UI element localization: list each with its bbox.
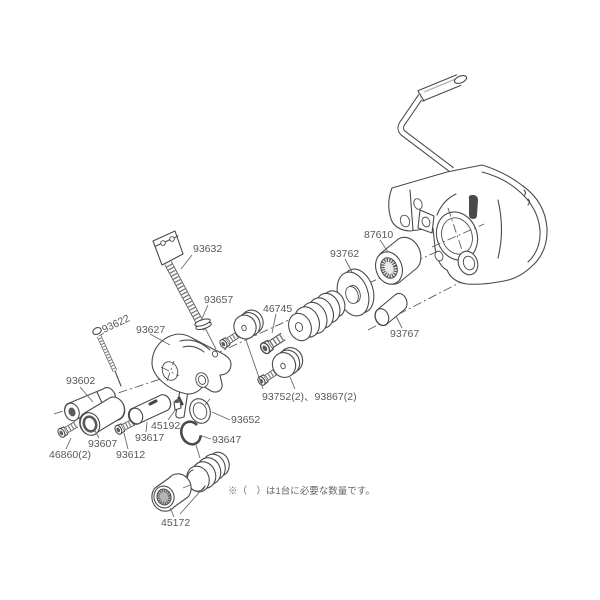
leader-45192 bbox=[167, 408, 177, 421]
leader-93617 bbox=[145, 421, 148, 433]
part-93762-washer-drawing bbox=[336, 268, 375, 317]
casting-bore bbox=[161, 361, 179, 381]
part-93752-93867-roller-upper-drawing bbox=[218, 309, 264, 350]
part-46860-screw-drawing bbox=[56, 420, 78, 438]
grooved-pulley-drawing bbox=[288, 290, 346, 342]
leader-93622 bbox=[98, 332, 105, 337]
casting-lug-hole bbox=[211, 350, 219, 358]
part-93607-bushing-drawing bbox=[79, 396, 126, 436]
part-label-87610: 87610 bbox=[364, 229, 393, 241]
part-93647-snap-ring-drawing bbox=[179, 420, 203, 446]
body-face-hole bbox=[434, 250, 444, 262]
part-87610-bearing-drawing bbox=[374, 236, 422, 285]
part-label-46860: 46860(2) bbox=[49, 449, 91, 461]
part-label-45172: 45172 bbox=[161, 517, 190, 529]
part-label-93752-93867: 93752(2)、93867(2) bbox=[262, 391, 357, 403]
leader-93632 bbox=[180, 254, 193, 270]
part-label-93647: 93647 bbox=[212, 434, 241, 446]
grooved-roller-drawing bbox=[186, 451, 230, 493]
part-93632-feed-screw-drawing bbox=[152, 230, 205, 331]
clevis-hole-lower bbox=[399, 214, 411, 228]
part-label-93612: 93612 bbox=[116, 449, 145, 461]
bore-center-line-1 bbox=[431, 223, 485, 248]
leader-45172-b bbox=[179, 486, 205, 515]
handle-drawing bbox=[397, 74, 468, 173]
part-label-93657: 93657 bbox=[204, 294, 233, 306]
body-cast-mark-2 bbox=[527, 198, 531, 206]
part-label-93617: 93617 bbox=[135, 432, 164, 444]
part-labels: 93632 93657 93622 93627 93602 93607 4686… bbox=[49, 229, 419, 529]
handle-grip bbox=[417, 74, 468, 102]
body-face-groove bbox=[497, 199, 503, 259]
leader-93602 bbox=[79, 386, 94, 403]
body-cast-mark-1 bbox=[523, 189, 527, 197]
part-label-93602: 93602 bbox=[66, 375, 95, 387]
part-label-46745: 46745 bbox=[263, 303, 292, 315]
part-45172-knurled-bushing-drawing bbox=[151, 473, 192, 512]
bearing-knurl-texture bbox=[380, 258, 398, 278]
leader-93752-lower bbox=[289, 376, 296, 390]
leader-93612 bbox=[123, 432, 129, 450]
leader-93762 bbox=[344, 258, 353, 273]
leader-93652 bbox=[211, 411, 231, 421]
part-label-93632: 93632 bbox=[193, 243, 222, 255]
leader-lines bbox=[65, 239, 403, 518]
leader-93752-upper bbox=[245, 339, 264, 390]
leader-46745 bbox=[271, 313, 277, 334]
part-93767-pin-drawing bbox=[374, 292, 408, 327]
part-93627-casting-drawing bbox=[151, 333, 232, 419]
part-label-93607: 93607 bbox=[88, 438, 117, 450]
part-label-93622: 93622 bbox=[100, 312, 132, 335]
leader-93647 bbox=[201, 435, 212, 440]
note-text: ※（ ）は1台に必要な数量です。 bbox=[228, 485, 375, 497]
cutter-body-drawing bbox=[388, 164, 548, 285]
leader-87610 bbox=[379, 239, 389, 253]
clevis-hole-upper bbox=[413, 198, 423, 210]
part-93617-shaft-drawing bbox=[127, 394, 172, 425]
leader-93657 bbox=[200, 304, 209, 322]
connector-casting-to-ring bbox=[204, 398, 211, 406]
connector-roller-to-bushing bbox=[182, 484, 191, 489]
leader-46860 bbox=[65, 437, 72, 450]
shaft-slot bbox=[148, 399, 158, 406]
leader-93767 bbox=[395, 315, 403, 329]
cutter-wheel-slot bbox=[468, 195, 478, 219]
part-label-93767: 93767 bbox=[390, 328, 419, 340]
part-label-93627: 93627 bbox=[136, 324, 165, 336]
part-label-93652: 93652 bbox=[231, 414, 260, 426]
part-93622-screw-drawing bbox=[92, 327, 122, 387]
part-93752-93867-roller-lower-drawing bbox=[256, 347, 304, 386]
bushing-knurl-texture bbox=[156, 489, 172, 505]
part-label-45192: 45192 bbox=[151, 420, 180, 432]
feed-screw-axis-line bbox=[203, 325, 217, 350]
connector-ring-to-roller bbox=[195, 444, 201, 459]
casting-saddle-curve bbox=[179, 339, 211, 351]
leader-93607 bbox=[93, 428, 100, 439]
part-label-93762: 93762 bbox=[330, 248, 359, 260]
leader-93627 bbox=[149, 333, 171, 346]
clevis-divider-line bbox=[409, 189, 414, 231]
body-boss-curve bbox=[436, 193, 457, 216]
body-bevel-line bbox=[481, 171, 541, 263]
handle-rod bbox=[397, 94, 454, 173]
bushing-ring bbox=[82, 415, 98, 433]
leader-45172-a bbox=[169, 507, 175, 518]
part-45192-pin-drawing bbox=[173, 398, 182, 411]
